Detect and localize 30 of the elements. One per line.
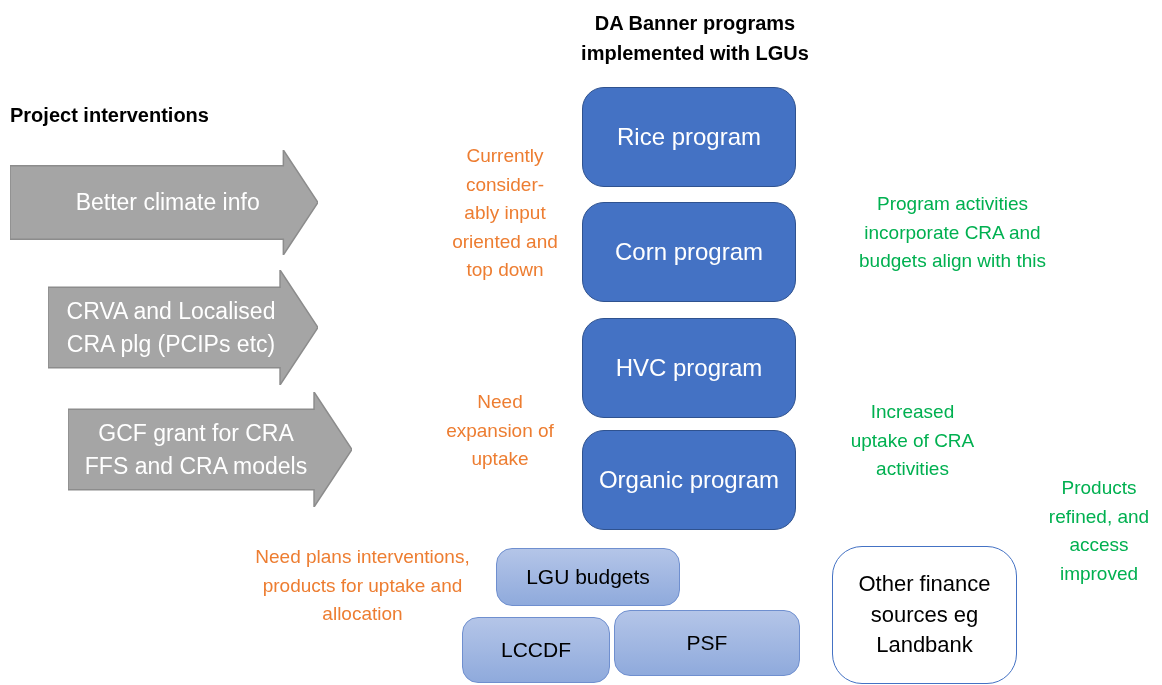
node-label: Other finance sources eg Landbank — [857, 569, 992, 660]
finance-box — [832, 546, 1017, 684]
program-box — [582, 318, 796, 418]
arrow-shape — [48, 270, 318, 385]
node-label: LGU budgets — [526, 564, 650, 591]
annotation-text: Need expansion of uptake — [445, 390, 555, 471]
node-label: GCF grant for CRA FFS and CRA models — [83, 419, 309, 481]
annotation-text: Need plans interventions, products for uptake and allocation — [254, 545, 471, 626]
program-box — [582, 87, 796, 187]
annotation-text: Program activities incorporate CRA and budgets align with this — [858, 192, 1047, 273]
annotation-text: Products refined, and access improved — [1047, 476, 1151, 586]
program-box — [582, 430, 796, 530]
node-label: Organic program — [598, 465, 780, 496]
budget-box — [496, 548, 680, 606]
annotation-text: Increased uptake of CRA activities — [849, 400, 976, 481]
node-label: HVC program — [615, 353, 763, 384]
node-label: PSF — [686, 630, 728, 657]
budget-box — [462, 617, 610, 683]
program-box — [582, 202, 796, 302]
annotation-text: Currently consider-ably input oriented and top down — [451, 144, 559, 282]
node-label: LCCDF — [501, 637, 571, 664]
node-label: CRVA and Localised CRA plg (PCIPs etc) — [65, 297, 277, 359]
arrow-shape — [68, 392, 352, 507]
node-label: Corn program — [614, 237, 764, 268]
heading: DA Banner programs implemented with LGUs — [580, 11, 810, 66]
arrow-shape — [10, 150, 318, 255]
budget-box — [614, 610, 800, 676]
heading: Project interventions — [10, 103, 210, 128]
node-label: Better climate info — [75, 188, 260, 218]
node-label: Rice program — [616, 122, 761, 153]
